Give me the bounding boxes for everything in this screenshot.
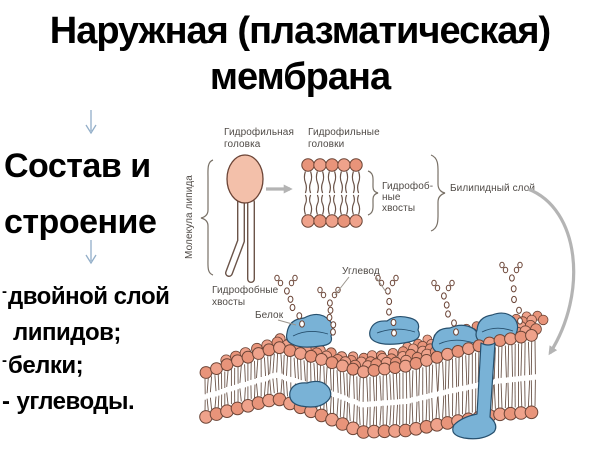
membrane-figure: Молекула липида Гидрофильная головка Гид…	[184, 126, 576, 440]
bilayer-schematic: Гидрофильные головки Гидрофоб- ные хвост…	[301, 126, 535, 232]
protein-label: Белок	[255, 310, 284, 321]
list-item: -двойной слой	[2, 280, 170, 316]
hydrophobic-tails-side-label: хвосты	[382, 203, 415, 214]
bilipid-layer-label: Билипидный слой	[450, 183, 535, 194]
hydrophobic-tails-side-label: ные	[382, 192, 401, 203]
hydrophilic-head-label: Гидрофильная	[224, 126, 294, 138]
list-item: липидов;	[2, 316, 169, 349]
hydrophobic-tails-label: Гидрофобные	[212, 284, 279, 296]
list-item-text: двойной слой	[8, 283, 170, 310]
carbohydrate-label: Углевод	[342, 266, 380, 277]
down-arrow-icon	[85, 240, 97, 265]
carbohydrate-pointer	[334, 276, 350, 296]
lipid-head	[226, 154, 264, 204]
membrane-illustration	[199, 261, 549, 440]
heading-line1: Состав и	[4, 147, 151, 185]
bullet-dash: -	[2, 352, 7, 369]
hydrophilic-heads-label: головки	[308, 139, 344, 150]
molecule-label: Молекула липида	[184, 175, 195, 259]
bullet-dash: -	[2, 388, 10, 415]
tails-brace	[367, 170, 379, 216]
hydrophobic-tails-side-label: Гидрофоб-	[382, 180, 433, 192]
list-item-text: углеводы.	[16, 388, 135, 415]
hydrophobic-tails-label: хвосты	[212, 297, 245, 308]
protein-pointer	[277, 319, 297, 326]
slide-title: Наружная (плазматическая)мембрана	[0, 8, 600, 100]
membrane-callouts: Углевод Белок	[255, 266, 387, 326]
curved-arrow-icon	[527, 187, 576, 356]
list-item-text: липидов;	[13, 319, 121, 346]
list-item: -белки;	[2, 349, 169, 385]
carbohydrate-pointer	[375, 276, 387, 293]
title-line2: мембрана	[209, 56, 391, 98]
down-arrow-icon	[85, 110, 97, 135]
list-item-text: белки;	[8, 352, 84, 379]
list-item: -углеводы.	[2, 385, 169, 418]
hydrophilic-heads-label: Гидрофильные	[308, 126, 380, 138]
molecule-brace	[200, 159, 214, 276]
lipid-molecule: Молекула липида Гидрофильная головка Гид…	[184, 126, 294, 308]
lipid-tail-fill	[226, 199, 244, 276]
hydrophilic-head-label: головка	[224, 139, 261, 150]
heading-line2: строение	[4, 203, 157, 241]
bullet-dash: -	[2, 283, 7, 300]
bilayer-brace	[430, 154, 446, 232]
bilayer-lipids	[301, 158, 363, 228]
section-heading: Состав и строение	[4, 138, 157, 250]
bullet-list: -двойной слой липидов; -белки; -углеводы…	[2, 280, 170, 418]
title-line1: Наружная (плазматическая)	[49, 10, 551, 52]
